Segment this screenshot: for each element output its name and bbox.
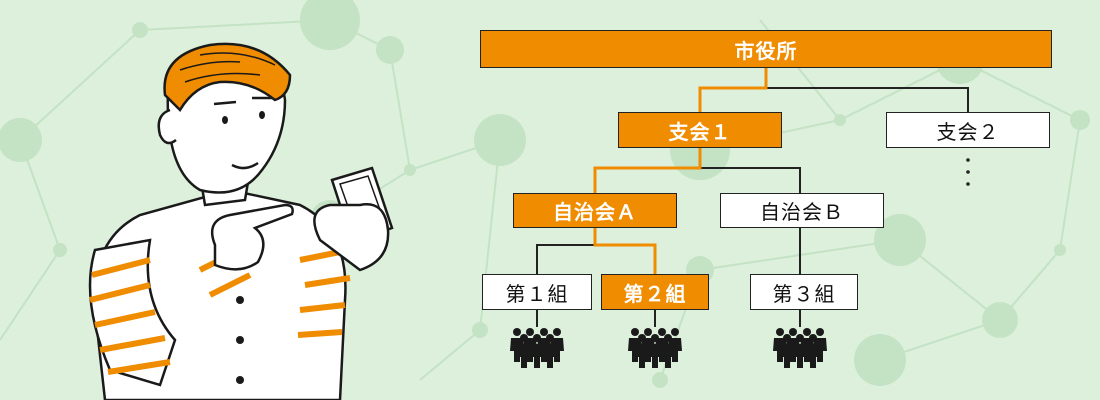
people-group-icon xyxy=(510,328,564,368)
node-city-hall: 市役所 xyxy=(480,30,1052,68)
node-group-2: 第２組 xyxy=(601,274,709,310)
node-association-a: 自治会Ａ xyxy=(513,193,677,228)
node-association-b: 自治会Ｂ xyxy=(720,193,884,228)
person-with-tablet-illustration xyxy=(88,42,394,400)
people-group-icon xyxy=(628,328,682,368)
people-group-icon xyxy=(773,328,827,368)
node-group-1: 第１組 xyxy=(482,274,592,310)
node-group-3: 第３組 xyxy=(750,274,858,310)
node-branch-1: 支会１ xyxy=(618,112,782,148)
node-branch-2: 支会２ xyxy=(886,112,1050,148)
ellipsis-dots xyxy=(966,158,970,186)
